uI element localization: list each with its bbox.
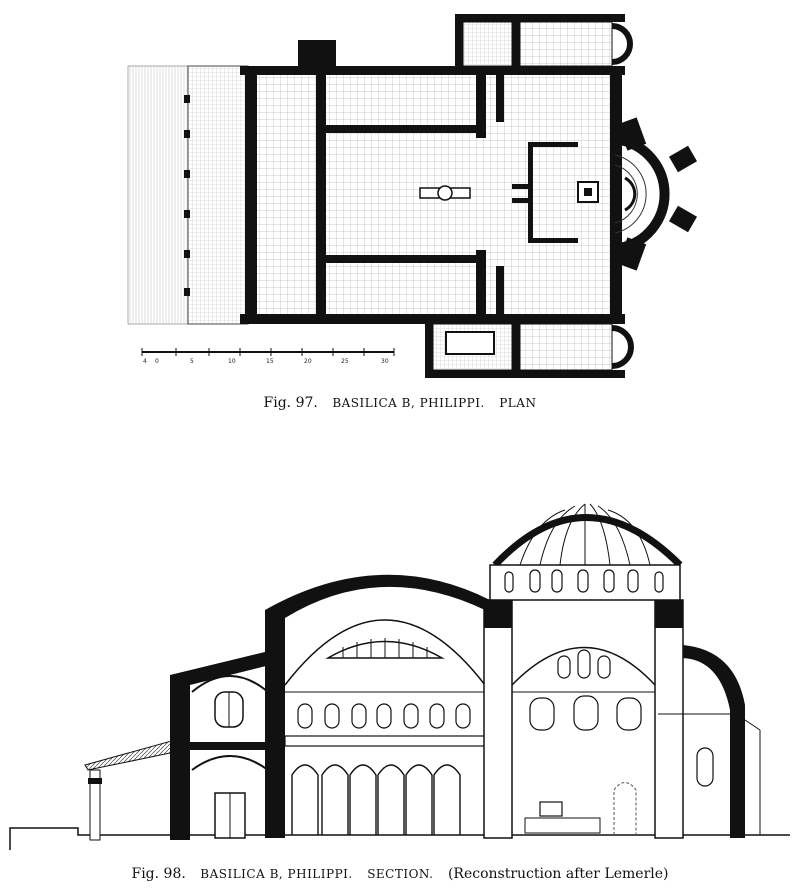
section-dome-pier-east — [654, 599, 684, 839]
section-caption-kind: SECTION. — [367, 867, 434, 881]
section-nave-vault — [265, 574, 490, 618]
plan-caption-kind: PLAN — [499, 396, 537, 410]
section-nave-arcade — [291, 764, 461, 835]
section-east-windows — [529, 649, 642, 731]
scale-label: 10 — [228, 358, 236, 365]
section-wall-west — [170, 675, 190, 840]
section-gallery-arcade — [297, 703, 471, 729]
section-caption-note: (Reconstruction after Lemerle) — [447, 866, 669, 882]
scale-label: 4 — [143, 358, 147, 365]
section-altar — [539, 801, 563, 817]
plan-caption-fig: Fig. 97. — [263, 395, 318, 411]
section-drawing — [9, 503, 790, 850]
plan-atrium — [127, 65, 189, 325]
section-dome-pier-west — [483, 599, 513, 839]
section-nave-west-pier — [265, 610, 285, 838]
section-dome-ribs — [519, 503, 651, 566]
section-ground — [9, 827, 790, 850]
plan-caption: Fig. 97. BASILICA B, PHILIPPI. PLAN — [0, 395, 800, 411]
section-caption-fig: Fig. 98. — [131, 866, 186, 882]
section-figure — [0, 430, 800, 850]
scale-label: 15 — [266, 358, 274, 365]
section-porch-roof — [84, 739, 176, 771]
section-dome — [492, 514, 683, 568]
section-caption-title: BASILICA B, PHILIPPI. — [200, 867, 353, 881]
scale-label: 30 — [381, 358, 389, 365]
section-drum-windows — [504, 569, 664, 593]
plan-narthex — [254, 71, 318, 319]
section-caption: Fig. 98. BASILICA B, PHILIPPI. SECTION. … — [0, 866, 800, 882]
scale-label: 0 — [155, 358, 159, 365]
plan-figure: 4 0 5 10 15 20 25 30 — [0, 0, 800, 400]
plan-exonarthex — [187, 65, 249, 325]
section-apse — [683, 645, 745, 838]
plan-caption-title: BASILICA B, PHILIPPI. — [332, 396, 485, 410]
plan-nave — [324, 71, 618, 319]
plan-drawing: 4 0 5 10 15 20 25 30 — [127, 14, 698, 378]
scale-label: 25 — [341, 358, 349, 365]
plan-scale-bar: 4 0 5 10 15 20 25 30 — [141, 348, 395, 365]
plan-apse — [618, 135, 670, 253]
plan-walls — [240, 14, 698, 378]
scale-label: 20 — [304, 358, 312, 365]
scale-label: 5 — [190, 358, 194, 365]
